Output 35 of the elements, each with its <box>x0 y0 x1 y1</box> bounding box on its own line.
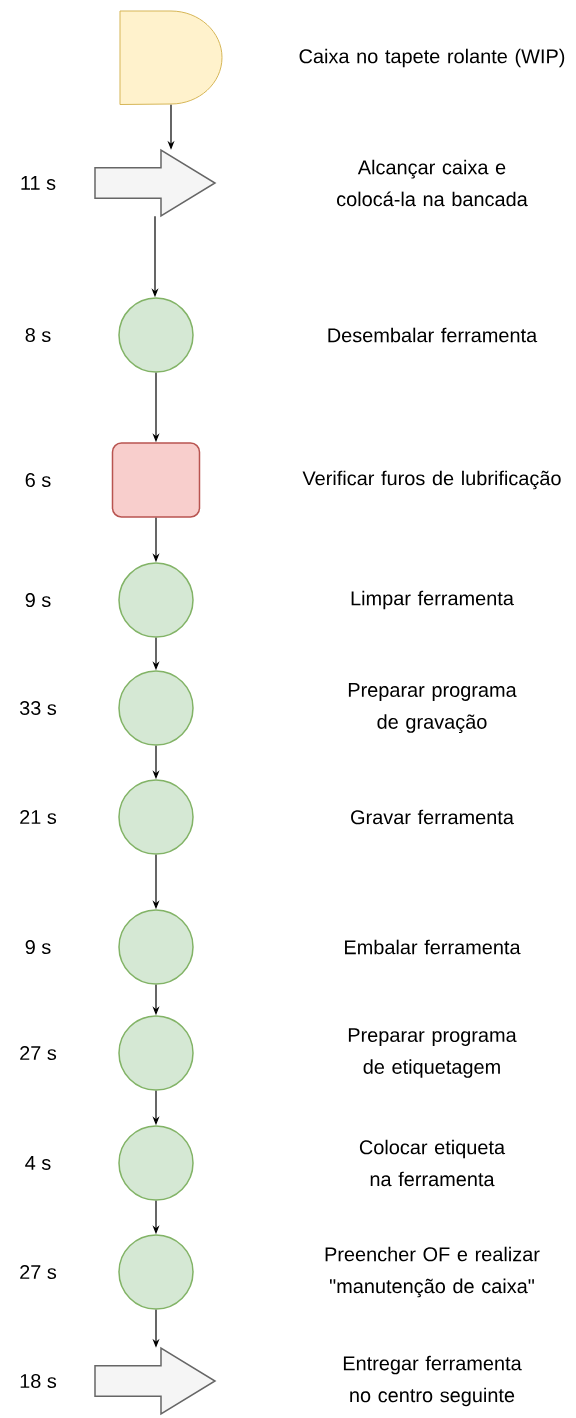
step-description: Entregar ferramenta no centro seguinte <box>343 1355 522 1407</box>
process-circle <box>118 909 194 985</box>
step-description: Verificar furos de lubrificação <box>302 470 561 490</box>
process-circle <box>118 779 194 855</box>
time-label: 33 s <box>19 700 57 716</box>
time-label: 11 s <box>21 176 56 190</box>
time-label: 6 s <box>25 472 51 488</box>
time-label: 27 s <box>20 1264 57 1280</box>
process-circle <box>118 562 194 638</box>
step-description: Preparar programa de gravação <box>348 683 517 733</box>
delay-shape <box>119 10 223 105</box>
process-circle <box>118 297 194 373</box>
time-label: 27 s <box>20 1045 57 1061</box>
process-circle <box>118 670 194 746</box>
time-label: 9 s <box>25 592 51 608</box>
step-description: Desembalar ferramenta <box>328 327 538 343</box>
step-description: Limpar ferramenta <box>351 590 514 610</box>
step-description: Preencher OF e realizar "manutenção de caixa" <box>325 1246 540 1298</box>
step-description: Caixa no tapete rolante (WIP) <box>299 48 565 68</box>
step-description: Colocar etiqueta na ferramenta <box>359 1139 506 1187</box>
process-circle <box>118 1125 194 1201</box>
step-description: Embalar ferramenta <box>345 939 521 955</box>
block-arrow <box>94 1346 217 1416</box>
time-label: 9 s <box>25 939 51 955</box>
step-description: Preparar programa de etiquetagem <box>348 1028 517 1078</box>
step-description: Alcançar caixa e colocá-la na bancada <box>337 159 528 207</box>
time-label: 4 s <box>25 1156 51 1170</box>
time-label: 21 s <box>20 809 57 825</box>
step-description: Gravar ferramenta <box>351 809 514 825</box>
time-label: 18 s <box>20 1373 57 1389</box>
inspection-box <box>111 442 201 518</box>
block-arrow <box>94 148 217 218</box>
process-circle <box>118 1234 194 1310</box>
time-label: 8 s <box>25 327 51 343</box>
process-circle <box>118 1015 194 1091</box>
